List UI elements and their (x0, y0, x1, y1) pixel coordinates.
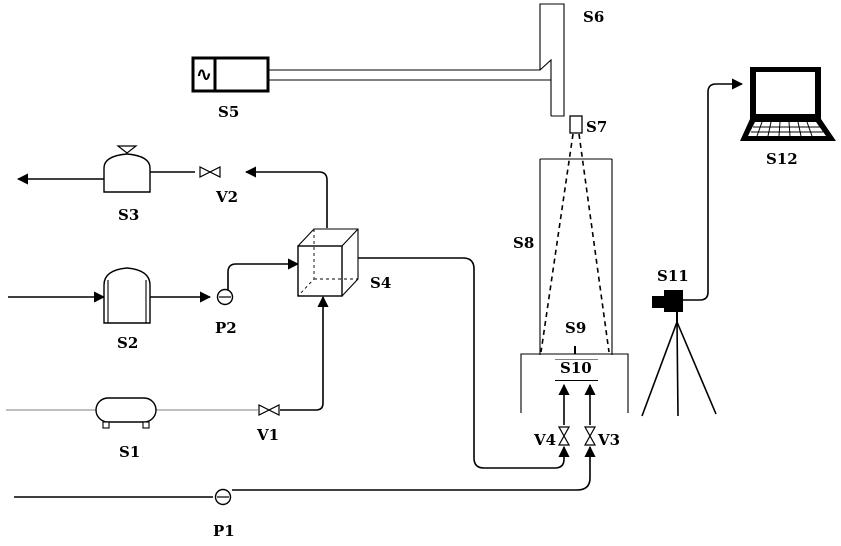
pump-p2 (218, 290, 233, 305)
s3-vessel (104, 146, 150, 192)
s11-camera (642, 290, 716, 416)
valve-v2-icon (200, 167, 220, 177)
label-s6: S6 (583, 8, 604, 26)
label-s9: S9 (565, 319, 586, 337)
s6-guide-riser (551, 4, 564, 116)
label-s2: S2 (117, 334, 138, 352)
valve-v1-icon (259, 405, 279, 415)
pump-p1 (216, 490, 231, 505)
label-s12: S12 (766, 150, 798, 168)
s2-body (104, 268, 150, 323)
label-p2: P2 (215, 319, 237, 337)
cable-s11-to-s12 (683, 84, 742, 300)
s11-body-icon (664, 290, 683, 312)
s2-vessel (104, 268, 150, 323)
valve-v4-icon (559, 427, 569, 445)
pipe-s4-to-v2 (246, 172, 327, 228)
tripod-leg-left (642, 322, 677, 416)
s6-guide-outer-top (268, 4, 551, 70)
s7-probe (570, 116, 582, 133)
s3-body (104, 154, 150, 192)
label-s4: S4 (370, 274, 391, 292)
s4-mixer-cube (298, 229, 358, 296)
pipe-p2-to-s4 (228, 264, 298, 290)
wave-icon: ∿ (196, 62, 213, 86)
label-v4: V4 (533, 431, 556, 449)
s4-front-face (298, 246, 342, 296)
valve-v3-icon (585, 427, 595, 445)
label-s10: S10 (560, 359, 592, 377)
s3-valve-icon (118, 146, 136, 153)
s6-guide-outer-bottom (268, 80, 551, 116)
label-s7: S7 (586, 118, 607, 136)
s1-tank (96, 398, 156, 428)
label-s8: S8 (513, 234, 534, 252)
tripod-leg-center (677, 322, 678, 416)
label-s11: S11 (657, 267, 689, 285)
label-p1: P1 (213, 522, 235, 540)
s6-guide-elbow (540, 60, 551, 80)
s1-leg-right (143, 422, 149, 428)
label-s3: S3 (118, 206, 139, 224)
label-v2: V2 (215, 188, 238, 206)
s9-base (521, 346, 628, 413)
pipe-v1-to-s4 (280, 297, 323, 410)
s11-lens-icon (652, 296, 664, 308)
s12-laptop-icon (740, 67, 836, 141)
s4-top-edge (342, 229, 358, 246)
label-v3: V3 (597, 431, 620, 449)
label-s5: S5 (218, 103, 239, 121)
tripod-leg-right (677, 322, 716, 414)
s1-body (96, 398, 156, 422)
s5-source-unit: ∿ (193, 58, 268, 91)
label-s1: S1 (119, 443, 140, 461)
s12-screen (756, 72, 815, 114)
s1-leg-left (103, 422, 109, 428)
label-v1: V1 (256, 426, 279, 444)
